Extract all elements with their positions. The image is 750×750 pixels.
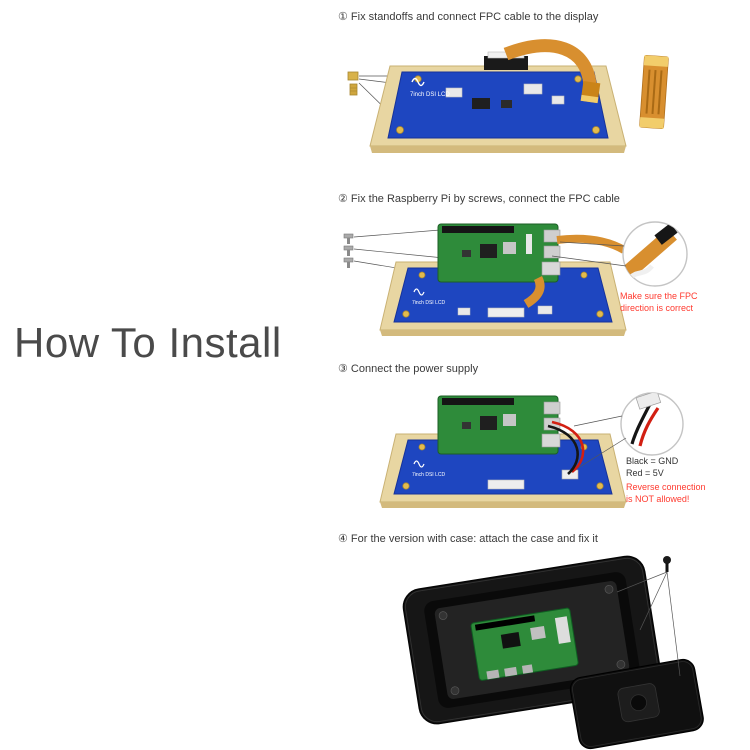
waveshare-logo <box>413 460 425 468</box>
step-4-illustration <box>402 555 704 750</box>
step-3-illustration: 7inch DSI LCD <box>379 392 684 508</box>
fpc-cable <box>503 39 601 104</box>
gpio-header <box>442 226 514 233</box>
raspberry-pi <box>437 395 585 475</box>
step-4-label: ④ For the version with case: attach the … <box>338 533 598 545</box>
board-label: 7inch DSI LCD <box>410 92 450 98</box>
waveshare-logo <box>413 288 425 296</box>
zoom-circle <box>573 392 684 469</box>
ethernet-port <box>541 261 561 276</box>
step-1-label: ① Fix standoffs and connect FPC cable to… <box>338 11 599 23</box>
case-front <box>402 555 662 725</box>
usb-port <box>543 245 561 259</box>
red-wire <box>551 420 585 474</box>
step-2-note: Make sure the FPC direction is correct <box>620 291 698 313</box>
standoff-icon <box>347 71 359 96</box>
page-title: How To Install <box>14 319 282 366</box>
fpc-cable <box>556 234 626 254</box>
step-3-label: ③ Connect the power supply <box>338 363 479 375</box>
raspberry-pi <box>437 223 626 308</box>
fpc-connector <box>484 56 528 70</box>
waveshare-logo <box>411 77 425 87</box>
pcb-blue <box>387 71 609 139</box>
step-2-illustration: 7inch DSI LCD <box>343 221 688 336</box>
fpc-cable-spare <box>639 54 669 130</box>
step-1-illustration: 7inch DSI LCD <box>347 39 669 153</box>
board-label: 7inch DSI LCD <box>412 472 445 478</box>
power-connector <box>561 469 579 480</box>
annotation-lines <box>616 571 681 677</box>
step-2-label: ② Fix the Raspberry Pi by screws, connec… <box>338 193 620 205</box>
screw-icon <box>343 233 354 268</box>
board-label: 7inch DSI LCD <box>412 300 445 306</box>
display-board: 7inch DSI LCD <box>369 51 627 153</box>
standoff-hole <box>396 126 404 134</box>
black-wire <box>547 424 579 475</box>
case-back-cover <box>569 658 704 750</box>
step-3-warning-note: Reverse connection is NOT allowed! <box>626 482 706 504</box>
standoff-hole <box>592 126 600 134</box>
zoom-circle <box>551 221 688 287</box>
step-3-wiring-note: Black = GND Red = 5V <box>626 456 679 478</box>
raspberry-pi <box>470 607 579 681</box>
screw-icon <box>663 556 671 572</box>
standoff-hole <box>574 75 582 83</box>
fpc-cable-fold <box>523 275 545 308</box>
